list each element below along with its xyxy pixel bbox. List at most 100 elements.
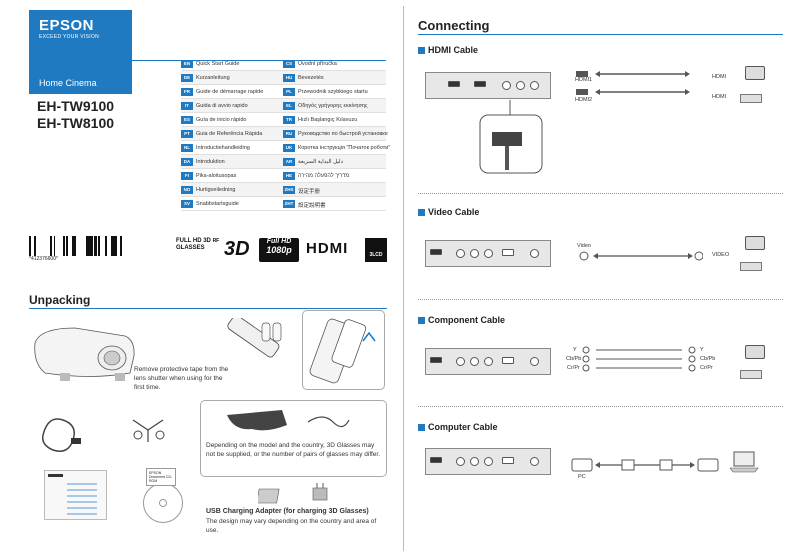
glasses-note: Depending on the model and the country, … xyxy=(206,442,381,458)
glasses-text: GLASSES xyxy=(176,245,205,251)
booklet-line xyxy=(67,495,97,497)
hdmi2-label: HDMI2 xyxy=(575,97,593,103)
component-out-cr: Cr/Pr xyxy=(700,365,713,371)
component-in-y: Y xyxy=(573,347,577,353)
header-rule xyxy=(132,60,386,61)
camcorder-icon xyxy=(745,236,765,250)
heading-marker xyxy=(418,208,425,216)
language-code: CS xyxy=(283,60,295,68)
heading-marker xyxy=(418,46,425,54)
language-title: Introductiehandleiding xyxy=(196,145,250,151)
pc-label: PC xyxy=(578,474,586,480)
hdmi-heading-text: HDMI Cable xyxy=(428,45,479,55)
video-heading-text: Video Cable xyxy=(428,207,480,217)
camcorder-icon xyxy=(745,66,765,80)
language-title: Úvodní příručka xyxy=(298,61,337,67)
cd-hole xyxy=(159,499,167,507)
projector-port-panel xyxy=(425,72,551,99)
video-heading: Video Cable xyxy=(418,207,479,217)
computer-heading: Computer Cable xyxy=(418,422,498,432)
language-title: Introduktion xyxy=(196,159,225,165)
barcode-bar xyxy=(113,236,114,256)
barcode-bar xyxy=(90,236,93,256)
language-title: دليل البداية السريعة xyxy=(298,159,344,165)
barcode-bar xyxy=(50,236,51,256)
laptop-icon xyxy=(730,451,759,473)
component-in-cr: Cr/Pr xyxy=(567,365,580,371)
video-port xyxy=(484,457,493,466)
battery-install-illustration xyxy=(309,318,376,384)
language-title: 設定說明書 xyxy=(298,203,326,209)
barcode-bar xyxy=(86,236,88,256)
rs232-port xyxy=(530,457,539,466)
rs232-port xyxy=(530,249,539,258)
language-code: SV xyxy=(181,200,193,208)
remote-control-illustration xyxy=(227,318,282,358)
pc-port xyxy=(502,357,514,364)
component-out-y: Y xyxy=(700,347,704,353)
section-separator xyxy=(418,193,783,194)
video-out-label: VIDEO xyxy=(712,252,730,258)
component-port xyxy=(470,357,479,366)
language-code: HE xyxy=(283,172,295,180)
barcode xyxy=(29,236,122,256)
component-port xyxy=(470,457,479,466)
language-code: RU xyxy=(283,130,295,138)
language-code: EN xyxy=(181,60,193,68)
barcode-bar xyxy=(51,236,52,256)
battery-install-panel xyxy=(302,310,385,390)
av-device-icon xyxy=(740,262,762,271)
component-port xyxy=(456,457,465,466)
booklet-line xyxy=(67,489,97,491)
language-code: PT xyxy=(181,130,193,138)
language-title: Hurtigveiledning xyxy=(196,187,236,193)
page-divider xyxy=(403,6,404,551)
language-title: Snabbstartsguide xyxy=(196,201,239,207)
language-code: ZHS xyxy=(283,186,295,194)
barcode-bar xyxy=(54,236,55,256)
barcode-bar xyxy=(29,236,31,256)
hdmi-out-label-1: HDMI xyxy=(712,74,727,80)
hdmi1-port xyxy=(448,81,460,87)
connecting-rule xyxy=(418,34,783,35)
language-code: PL xyxy=(283,88,295,96)
barcode-bar xyxy=(72,236,73,256)
barcode-bar xyxy=(94,236,97,256)
language-title: Kurzanleitung xyxy=(196,75,230,81)
projector-port-panel xyxy=(425,240,551,267)
fullhd-3d-logo: FULL HD 3D RF GLASSES xyxy=(176,238,219,252)
power-cord-illustration xyxy=(41,418,81,452)
quick-start-booklet xyxy=(44,470,107,520)
booklet-line xyxy=(67,483,97,485)
cd-sleeve: EPSON Document CD-ROM xyxy=(146,468,176,486)
hdmi-logo: HDMI xyxy=(306,240,349,257)
language-code: FI xyxy=(181,172,193,180)
language-title: Руководство по быстрой установке xyxy=(298,131,388,137)
usb-adapter-note: The design may vary depending on the cou… xyxy=(206,518,377,534)
component-in-cb: Cb/Pb xyxy=(566,356,582,362)
language-code: NO xyxy=(181,186,193,194)
barcode-bar xyxy=(116,236,117,256)
component-out-cb: Cb/Pb xyxy=(700,356,716,362)
hdmi-cables xyxy=(576,71,690,95)
language-title: Guía de inicio rápido xyxy=(196,117,247,123)
barcode-bar xyxy=(88,236,90,256)
computer-cable xyxy=(571,458,719,472)
av-device-icon xyxy=(740,370,762,379)
plug-adapter-illustration xyxy=(312,483,328,501)
language-code: EL xyxy=(283,102,295,110)
series-label: Home Cinema xyxy=(39,78,97,88)
brand-tagline: EXCEED YOUR VISION xyxy=(39,34,100,40)
hdmi1-label: HDMI1 xyxy=(575,77,593,83)
barcode-number: *412376600* xyxy=(29,256,58,262)
language-title: Quick Start Guide xyxy=(196,61,240,67)
barcode-bar xyxy=(114,236,116,256)
3d-glasses-illustration xyxy=(227,410,287,431)
